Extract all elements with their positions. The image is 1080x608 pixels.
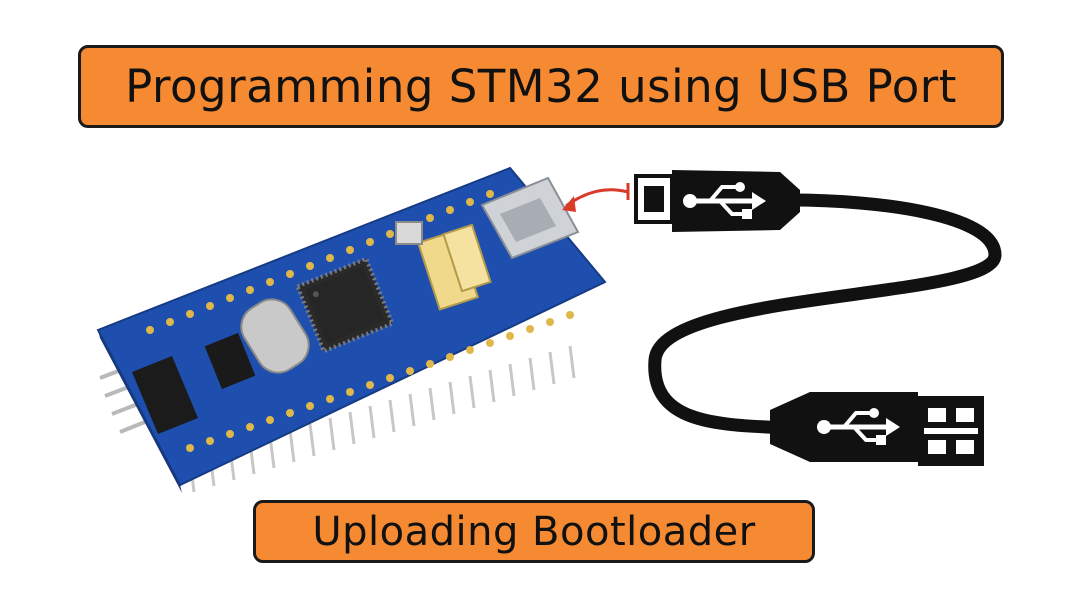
reset-button-part — [395, 221, 423, 245]
crystal-oscillator — [240, 298, 310, 374]
bottom-pin-row — [186, 311, 574, 452]
usb-cable — [648, 193, 1002, 435]
arrow-head — [562, 196, 576, 212]
stm32-board — [96, 166, 607, 493]
title-banner: Programming STM32 using USB Port — [78, 45, 1004, 128]
voltage-regulator — [204, 332, 256, 390]
page-title: Programming STM32 using USB Port — [125, 60, 957, 113]
boot-jumpers — [416, 223, 492, 311]
micro-usb-port — [480, 176, 580, 260]
programming-header — [132, 356, 198, 434]
stm32-chip — [294, 256, 396, 354]
usb-a-plug — [770, 392, 984, 466]
micro-usb-plug — [634, 170, 800, 232]
page-subtitle: Uploading Bootloader — [312, 508, 756, 555]
connection-arrow — [565, 188, 629, 208]
subtitle-banner: Uploading Bootloader — [253, 500, 815, 563]
